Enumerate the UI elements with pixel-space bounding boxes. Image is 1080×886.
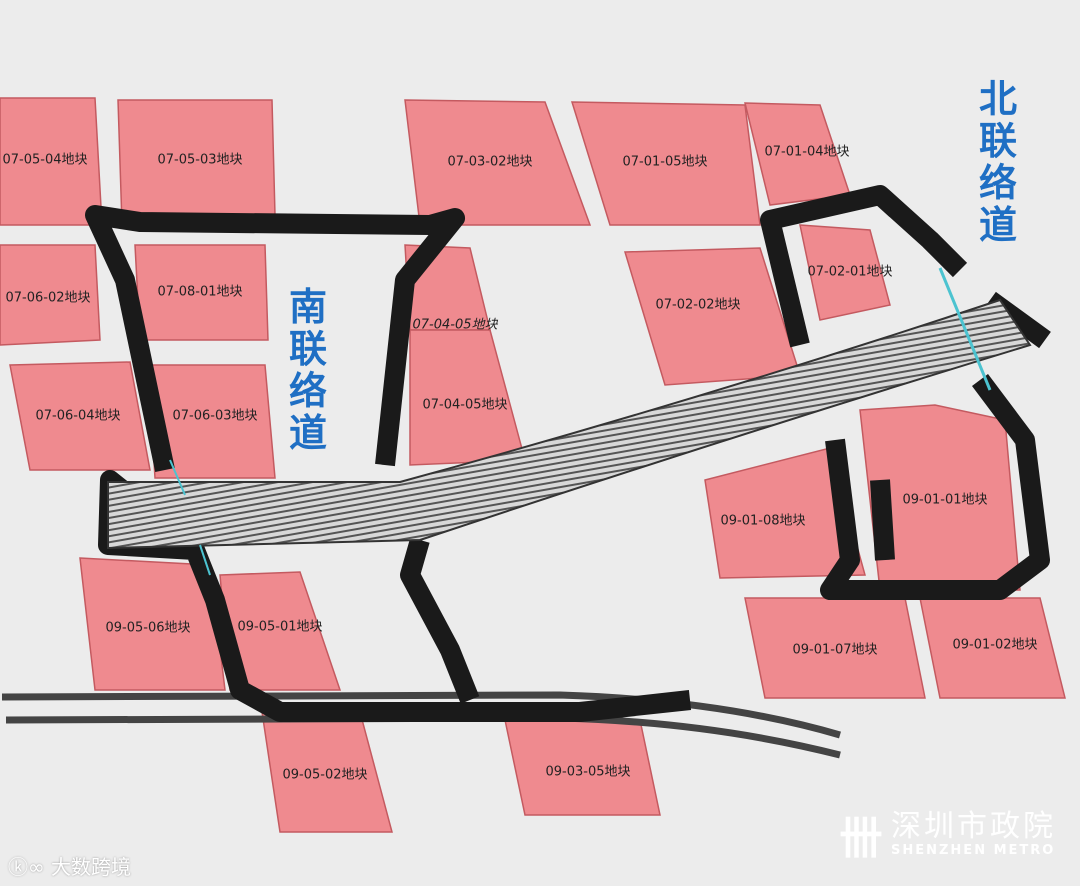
parcel-label: 09-05-01地块 — [237, 620, 322, 635]
parcel-label: 07-01-04地块 — [764, 145, 849, 160]
watermark: ⓚ∞ 大数跨境 — [8, 851, 131, 880]
north-link-label: 北联络道 — [978, 77, 1017, 247]
parcel-label: 07-04-05地块 — [422, 398, 507, 413]
logo-cn: 深圳市政院 — [891, 808, 1056, 844]
land-parcel — [704, 447, 866, 579]
parcel-label: 09-01-01地块 — [902, 493, 987, 508]
boundary-line — [199, 544, 211, 576]
north-connector-structure — [760, 185, 1051, 600]
watermark-icon: ⓚ∞ — [8, 855, 52, 879]
parcel-label: 09-01-08地块 — [720, 514, 805, 529]
parcel-label: 07-06-02地块 — [5, 291, 90, 306]
boundary-line — [938, 267, 992, 391]
land-parcel — [799, 224, 891, 321]
parcel-label: 07-02-02地块 — [655, 298, 740, 313]
main-tunnel-band — [107, 298, 1032, 550]
land-parcel — [570, 101, 761, 226]
south-link-label: 南联络道 — [288, 285, 327, 455]
land-parcel — [0, 244, 101, 346]
parcel-label: 07-02-01地块 — [807, 265, 892, 280]
parcel-label: 07-05-03地块 — [157, 153, 242, 168]
logo-en: SHENZHEN METRO — [891, 842, 1056, 858]
shenzhen-metro-logo: 卌 深圳市政院 SHENZHEN METRO — [839, 802, 1056, 866]
parcel-label: 09-01-07地块 — [792, 643, 877, 658]
rail-track — [5, 714, 841, 759]
parcel-label: 07-01-05地块 — [622, 155, 707, 170]
watermark-text: 大数跨境 — [51, 855, 132, 879]
rail-track — [1, 691, 841, 739]
parcel-label: 07-06-03地块 — [172, 409, 257, 424]
parcel-label: 07-05-04地块 — [2, 153, 87, 168]
metro-logo-icon: 卌 — [839, 813, 883, 864]
boundary-line — [169, 459, 186, 496]
parcel-label: 07-04-05地块 — [412, 318, 498, 333]
parcel-label: 09-03-05地块 — [545, 765, 630, 780]
land-parcel — [9, 361, 151, 471]
parcel-label: 09-05-06地块 — [105, 621, 190, 636]
parcel-label: 09-05-02地块 — [282, 768, 367, 783]
parcel-label: 09-01-02地块 — [952, 638, 1037, 653]
parcel-label: 07-08-01地块 — [157, 285, 242, 300]
parcel-label: 07-06-04地块 — [35, 409, 120, 424]
land-parcel — [404, 99, 592, 226]
parcel-label: 07-03-02地块 — [447, 155, 532, 170]
land-parcel — [79, 557, 226, 691]
